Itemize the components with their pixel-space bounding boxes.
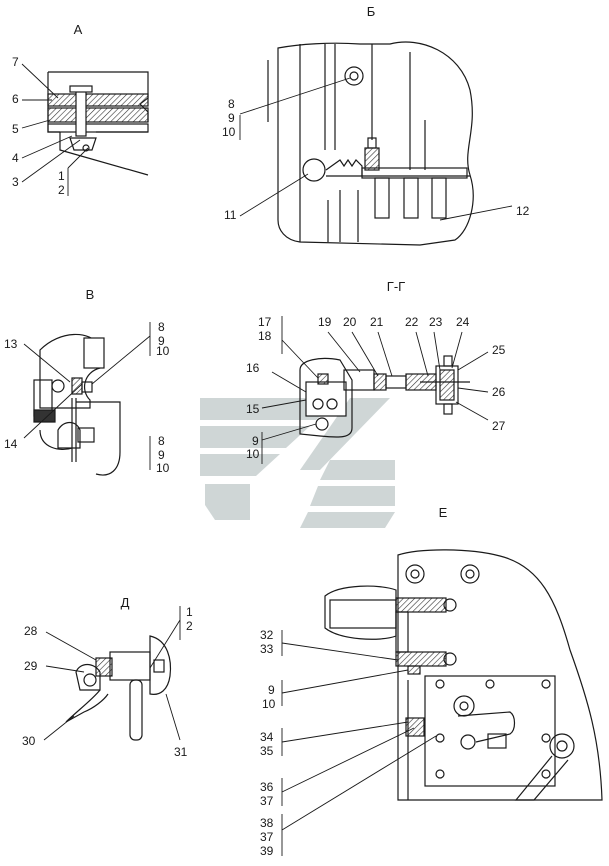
callout-22: 22 <box>405 315 419 329</box>
callout-10-v2: 10 <box>156 461 170 475</box>
callout-30: 30 <box>22 734 36 748</box>
callout-5: 5 <box>12 122 19 136</box>
view-v <box>33 333 121 476</box>
view-b-leaders <box>239 77 513 221</box>
callout-16: 16 <box>246 361 260 375</box>
callout-9-v2: 9 <box>158 448 165 462</box>
callout-4: 4 <box>12 151 19 165</box>
callout-7: 7 <box>12 55 19 69</box>
view-a-title: А <box>74 22 83 37</box>
callout-10-v1: 10 <box>156 344 170 358</box>
callout-39: 39 <box>260 844 274 858</box>
callout-21: 21 <box>370 315 384 329</box>
view-b <box>267 41 474 246</box>
callout-29: 29 <box>24 659 38 673</box>
view-d-title: Д <box>121 595 130 610</box>
callout-36: 36 <box>260 780 274 794</box>
callout-9-v1: 9 <box>158 334 165 348</box>
callout-9-b: 9 <box>228 111 235 125</box>
callout-33: 33 <box>260 642 274 656</box>
callout-9-g: 9 <box>252 434 259 448</box>
callout-23: 23 <box>429 315 443 329</box>
callout-14: 14 <box>4 437 18 451</box>
callout-37-a: 37 <box>260 794 274 808</box>
watermark-logo <box>200 398 395 528</box>
view-e <box>324 549 603 801</box>
callout-1-a: 1 <box>58 169 65 183</box>
callout-28: 28 <box>24 624 38 638</box>
view-g <box>299 355 470 438</box>
callout-2-a: 2 <box>58 183 65 197</box>
view-a-leaders <box>21 63 89 196</box>
callout-8-v1: 8 <box>158 320 165 334</box>
view-v-leaders <box>23 322 151 470</box>
callout-2-d: 2 <box>186 619 193 633</box>
callout-18: 18 <box>258 329 272 343</box>
callout-17: 17 <box>258 315 272 329</box>
callout-19: 19 <box>318 315 332 329</box>
view-a <box>47 71 149 176</box>
view-g-leaders <box>261 316 489 464</box>
callout-10-e: 10 <box>262 697 276 711</box>
callout-34: 34 <box>260 730 274 744</box>
callout-6: 6 <box>12 92 19 106</box>
view-g-title: Г-Г <box>387 279 405 294</box>
callout-11: 11 <box>224 208 237 222</box>
view-d <box>65 635 172 741</box>
callout-15: 15 <box>246 402 260 416</box>
callout-10-b: 10 <box>222 125 236 139</box>
callout-37-b: 37 <box>260 830 274 844</box>
callout-10-g: 10 <box>246 447 260 461</box>
callout-31: 31 <box>174 745 188 759</box>
callout-9-e: 9 <box>268 683 275 697</box>
callout-12: 12 <box>516 204 530 218</box>
callout-1-d: 1 <box>186 605 193 619</box>
view-v-title: В <box>86 287 95 302</box>
callout-32: 32 <box>260 628 274 642</box>
view-b-title: Б <box>367 4 376 19</box>
callout-38: 38 <box>260 816 274 830</box>
callout-27: 27 <box>492 419 506 433</box>
callout-24: 24 <box>456 315 470 329</box>
callout-20: 20 <box>343 315 357 329</box>
callout-35: 35 <box>260 744 274 758</box>
callout-13: 13 <box>4 337 18 351</box>
callout-26: 26 <box>492 385 506 399</box>
view-d-leaders <box>43 606 181 741</box>
callout-3: 3 <box>12 175 19 189</box>
view-e-title: Е <box>439 505 448 520</box>
callout-8-b: 8 <box>228 97 235 111</box>
view-e-leaders <box>281 630 437 856</box>
callout-8-v2: 8 <box>158 434 165 448</box>
callout-25: 25 <box>492 343 506 357</box>
